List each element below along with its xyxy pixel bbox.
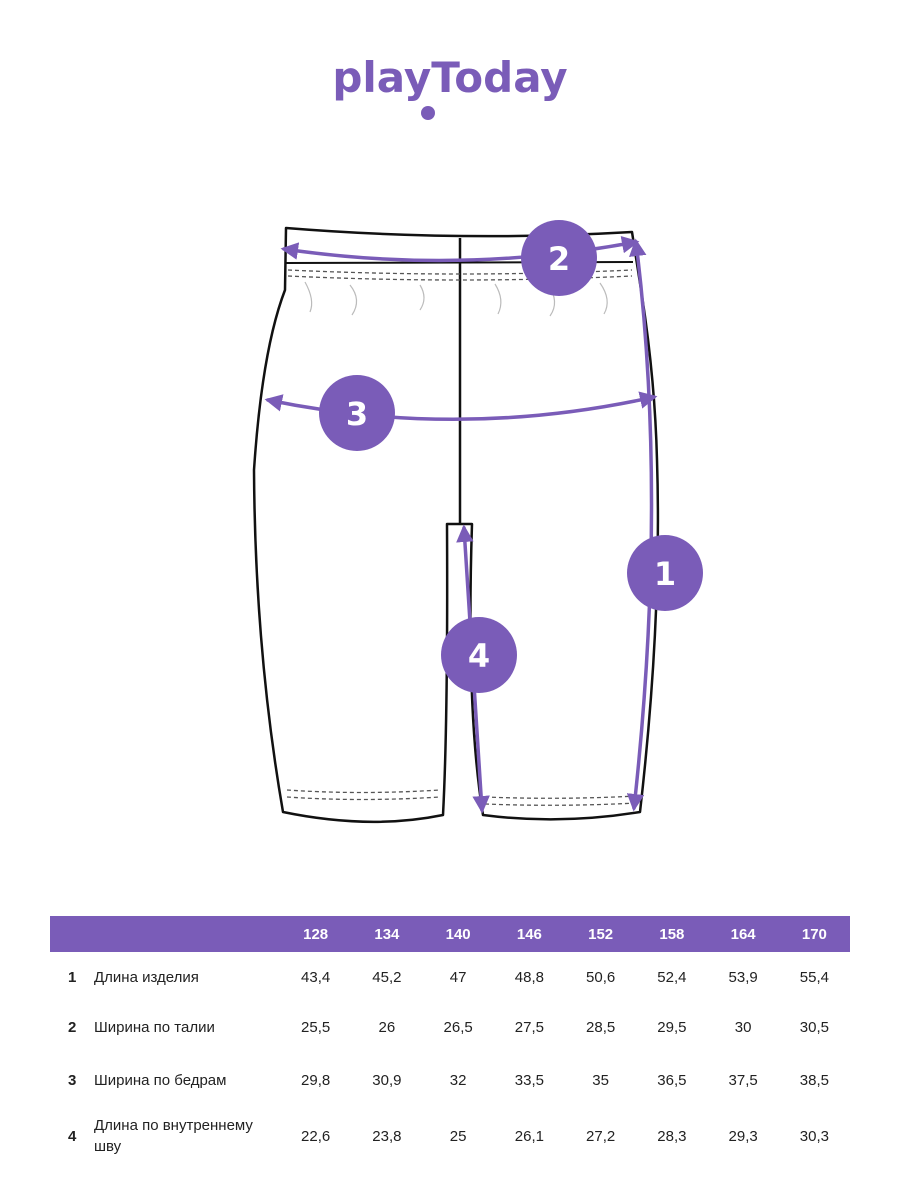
brand-logo: playToday — [0, 50, 900, 130]
row-number: 3 — [68, 1071, 77, 1089]
row-number: 1 — [68, 968, 77, 986]
waist-gathers — [304, 281, 608, 317]
measurement-name: Длина изделия — [94, 968, 199, 986]
size-header: 128 — [280, 916, 352, 952]
measurement-value: 48,8 — [514, 968, 544, 986]
measurement-name: Длина по внутреннему шву — [94, 1117, 253, 1155]
shorts-outline — [252, 226, 660, 824]
measurement-value: 25 — [449, 1127, 467, 1145]
header-cell-empty — [92, 916, 280, 952]
shorts-measurement-diagram: 2 3 1 4 — [252, 220, 703, 824]
size-header: 158 — [636, 916, 708, 952]
table-row: 4 Длина по внутреннему шву 22,6 23,8 25 … — [50, 1108, 850, 1164]
size-chart-table: 128 134 140 146 152 158 164 170 1 Длина … — [50, 916, 850, 1164]
logo-dot — [421, 106, 435, 120]
measurement-value: 32 — [449, 1071, 467, 1089]
measurement-value: 27,5 — [514, 1018, 544, 1036]
waist-stitch-top — [287, 269, 633, 275]
shorts-silhouette — [252, 226, 660, 824]
right-hem-stitch-bottom — [484, 802, 637, 806]
size-header: 170 — [778, 916, 850, 952]
measurement-value: 52,4 — [657, 968, 687, 986]
stitch-lines — [286, 269, 637, 806]
marker-1-label: 1 — [654, 555, 676, 593]
size-header: 152 — [565, 916, 637, 952]
measurement-value: 30,3 — [799, 1127, 829, 1145]
measurement-value: 27,2 — [586, 1127, 616, 1145]
table-row: 3 Ширина по бедрам 29,8 30,9 32 33,5 35 … — [50, 1052, 850, 1108]
measurement-value: 30,5 — [799, 1018, 829, 1036]
measurement-value: 29,8 — [301, 1071, 331, 1089]
waist-stitch-bottom — [287, 275, 633, 281]
table-row: 2 Ширина по талии 25,5 26 26,5 27,5 28,5… — [50, 1002, 850, 1052]
marker-3: 3 — [319, 375, 395, 451]
arrow-product-length — [626, 238, 654, 812]
header-cell-empty — [50, 916, 92, 952]
right-hem-stitch-top — [484, 795, 637, 799]
row-number: 2 — [68, 1018, 77, 1036]
marker-3-label: 3 — [346, 395, 368, 433]
measurement-value: 37,5 — [728, 1071, 758, 1089]
measurement-value: 38,5 — [799, 1071, 829, 1089]
marker-2: 2 — [521, 220, 597, 296]
size-header-row: 128 134 140 146 152 158 164 170 — [50, 916, 850, 952]
row-number: 4 — [68, 1127, 77, 1145]
left-hem-stitch-top — [286, 789, 441, 794]
marker-1: 1 — [627, 535, 703, 611]
measurement-value: 30 — [734, 1018, 752, 1036]
measurement-value: 30,9 — [372, 1071, 402, 1089]
measurement-value: 55,4 — [799, 968, 829, 986]
size-header: 134 — [351, 916, 423, 952]
left-hem-stitch-bottom — [286, 796, 441, 801]
marker-4-label: 4 — [468, 637, 490, 675]
measurement-value: 45,2 — [372, 968, 402, 986]
measurement-value: 33,5 — [514, 1071, 544, 1089]
playtoday-logo-icon: playToday — [332, 53, 568, 120]
measurement-value: 22,6 — [301, 1127, 331, 1145]
measurement-value: 35 — [592, 1071, 609, 1089]
measurement-name: Ширина по бедрам — [94, 1071, 227, 1089]
measurement-value: 50,6 — [586, 968, 616, 986]
table-row: 1 Длина изделия 43,4 45,2 47 48,8 50,6 5… — [50, 952, 850, 1002]
brand-wordmark: playToday — [332, 53, 567, 102]
size-header: 164 — [707, 916, 779, 952]
measurement-value: 36,5 — [657, 1071, 687, 1089]
measurement-value: 43,4 — [301, 968, 331, 986]
measurement-value: 47 — [449, 968, 467, 986]
size-header: 146 — [493, 916, 565, 952]
marker-2-label: 2 — [548, 240, 570, 278]
measurement-value: 26 — [378, 1018, 396, 1036]
measurement-value: 28,3 — [657, 1127, 687, 1145]
measurement-name: Ширина по талии — [94, 1018, 215, 1036]
measurement-value: 29,3 — [728, 1127, 758, 1145]
measurement-value: 23,8 — [372, 1127, 402, 1145]
measurement-value: 53,9 — [728, 968, 758, 986]
measurement-value: 25,5 — [301, 1018, 331, 1036]
marker-4: 4 — [441, 617, 517, 693]
measurement-value: 28,5 — [586, 1018, 616, 1036]
measurement-value: 29,5 — [657, 1018, 687, 1036]
size-header: 140 — [422, 916, 494, 952]
measurement-value: 26,1 — [514, 1127, 544, 1145]
measurement-value: 26,5 — [443, 1018, 473, 1036]
